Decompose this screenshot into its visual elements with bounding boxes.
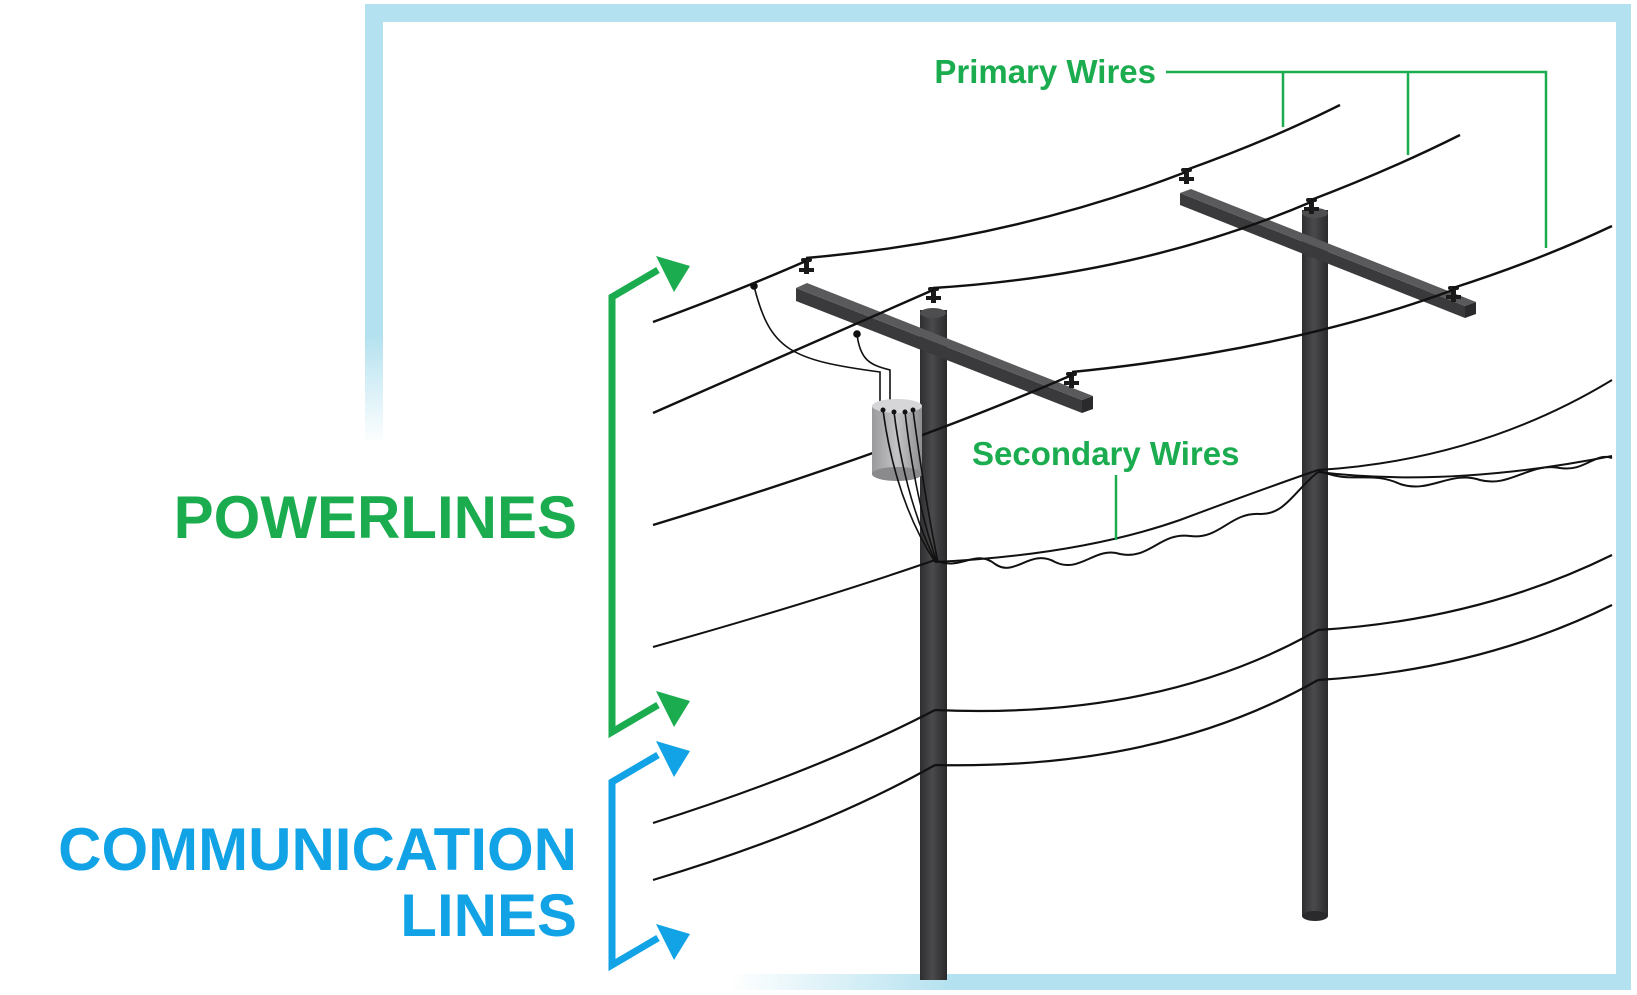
insulators [799, 168, 1461, 388]
comm-wire-upper-right [1317, 554, 1613, 632]
primary-wire-left-middle [652, 288, 934, 415]
frame [365, 4, 1631, 990]
communication-arrowhead-bottom [656, 924, 690, 960]
secondary-wire-right-b [1317, 455, 1613, 488]
transformer-drop-wires [750, 282, 891, 412]
insulator [926, 287, 941, 303]
primary-wire-right-top [1185, 103, 1341, 172]
primary-wires-callout [1166, 70, 1548, 248]
powerlines-arrowhead-bottom [656, 691, 690, 727]
transformer-leads [882, 409, 939, 563]
utility-pole-front [920, 308, 947, 980]
primary-wire-span-bottom [1071, 288, 1454, 374]
secondary-wire-right-upper [1317, 379, 1613, 471]
insulator [799, 258, 814, 274]
comm-wire-lower-span [934, 679, 1319, 767]
communication-label-line2: LINES [400, 882, 577, 949]
communication-wires [652, 554, 1613, 882]
secondary-wires-label: Secondary Wires [972, 435, 1239, 472]
comm-wire-upper-span [934, 629, 1319, 713]
transformer [872, 399, 922, 481]
communication-lines-bracket [608, 751, 660, 972]
secondary-wires [652, 379, 1613, 648]
primary-wires [652, 103, 1613, 527]
communication-label-line1: COMMUNICATION [58, 816, 577, 883]
secondary-wire-left [652, 559, 936, 648]
secondary-wire-span-b [934, 471, 1319, 569]
primary-wires-label: Primary Wires [934, 53, 1156, 90]
comm-wire-upper-left [652, 709, 936, 825]
secondary-wire-right-a [1317, 455, 1613, 479]
communication-arrowhead-top [656, 741, 690, 777]
powerlines-label: POWERLINES [174, 484, 577, 551]
comm-wire-lower-right [1317, 604, 1613, 682]
primary-wire-right-middle [1310, 133, 1461, 202]
primary-wire-left-top [652, 259, 807, 324]
primary-wire-right-bottom [1452, 224, 1613, 290]
secondary-wire-span-a [934, 469, 1319, 563]
powerlines-bracket [608, 266, 660, 739]
primary-wire-span-top [805, 170, 1187, 260]
utility-pole-back [1302, 208, 1328, 921]
comm-wire-lower-left [652, 764, 936, 882]
primary-wire-span-middle [932, 200, 1312, 290]
powerlines-arrowhead-top [656, 256, 690, 292]
